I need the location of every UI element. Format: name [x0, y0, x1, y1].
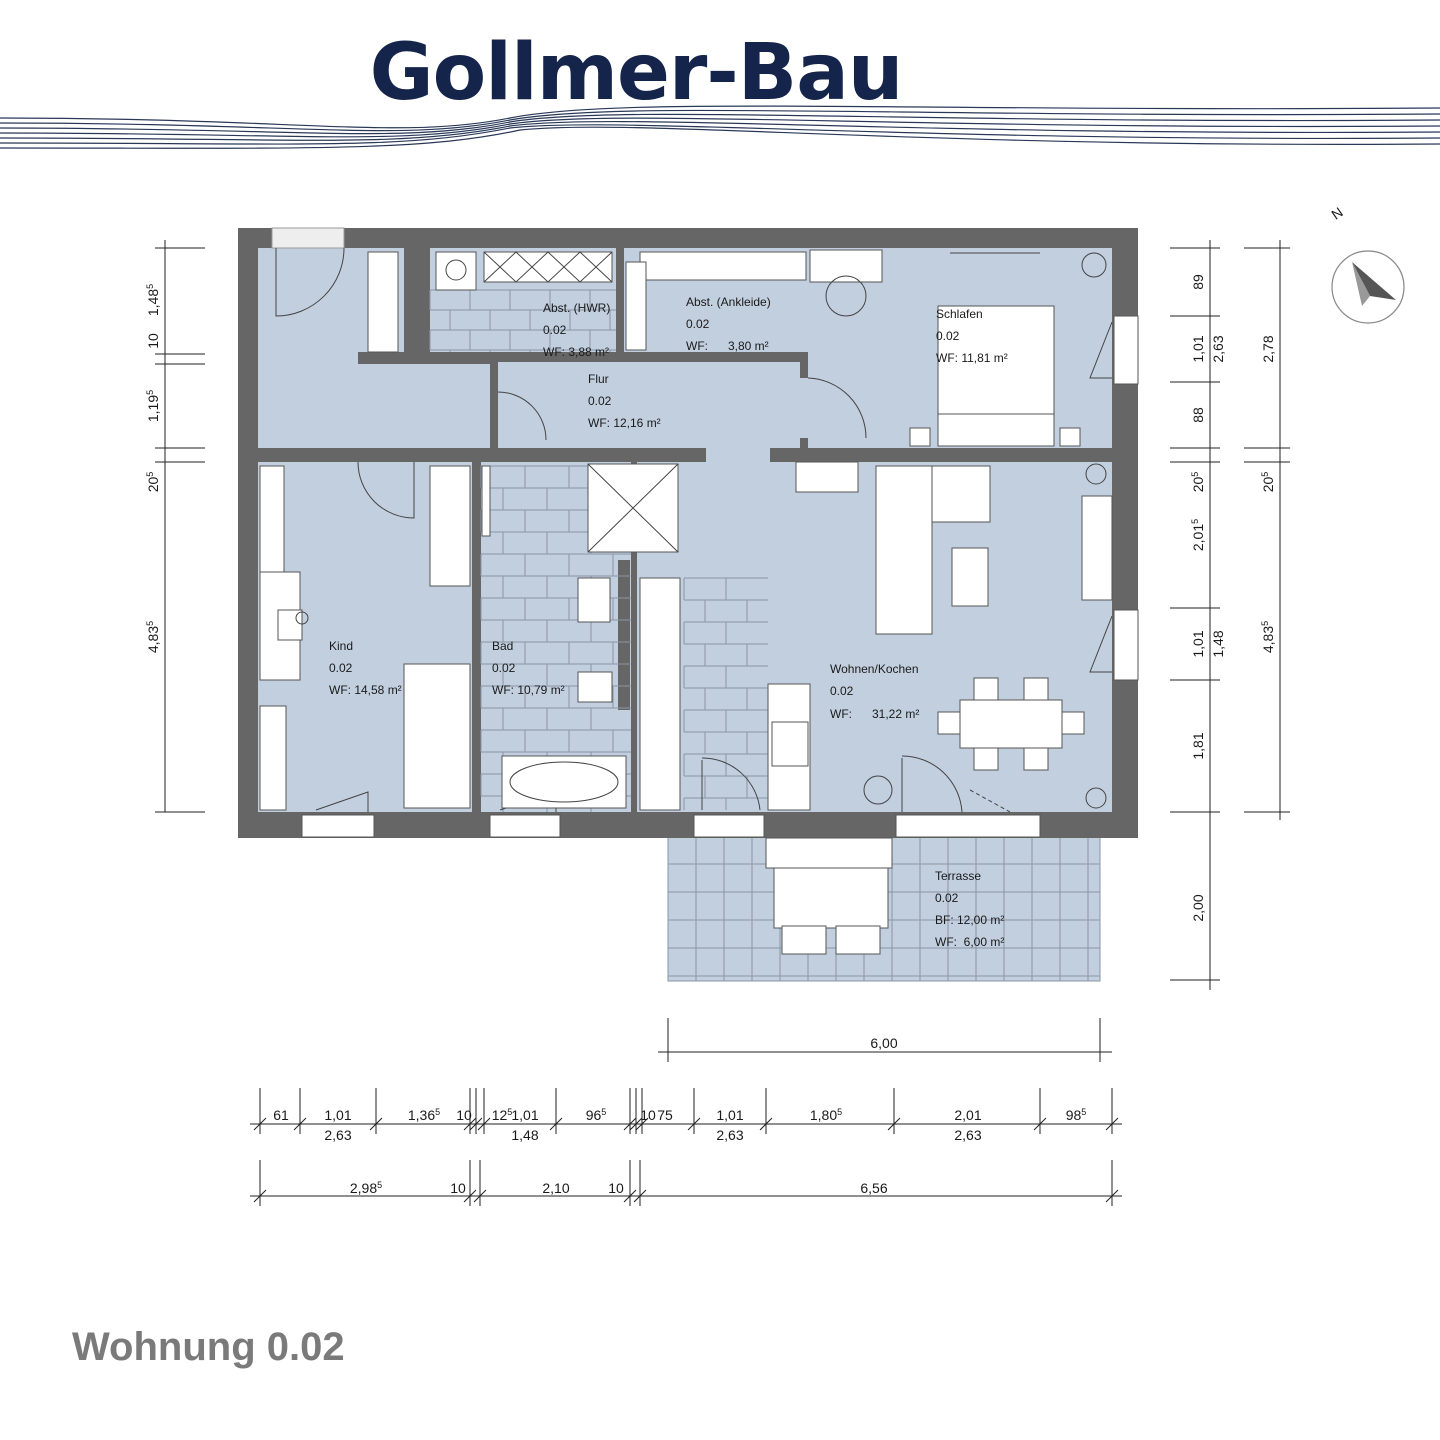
- room-area-abst-ankleide: WF: 3,80 m²: [686, 339, 769, 353]
- dimension-right: 89 1,01 2,63 88 205 2,015 1,01 1,48 1,81…: [1170, 240, 1290, 990]
- room-area-terrasse-wf: WF: 6,00 m²: [935, 935, 1004, 949]
- dim-left-1: 1,485: [145, 284, 161, 316]
- room-area-abst-hwr: WF: 3,88 m²: [543, 345, 609, 359]
- room-name-wohnen: Wohnen/Kochen: [830, 662, 919, 676]
- dimension-left: 1,485 10 1,195 205 4,835: [145, 240, 205, 813]
- north-label: N: [1328, 204, 1345, 223]
- windows: [301, 315, 1139, 838]
- room-name-kind: Kind: [329, 639, 353, 653]
- dim-right-278: 2,78: [1260, 335, 1276, 362]
- room-number-abst-hwr: 0.02: [543, 323, 567, 337]
- room-name-schlafen: Schlafen: [936, 307, 983, 321]
- dim-terrace-width: 6,00: [870, 1035, 897, 1051]
- dim-bottom-row1-11: 2,01: [954, 1107, 981, 1123]
- dim-bottom-row1-9: 1,01: [716, 1107, 743, 1123]
- dim-right-101b: 1,01: [1190, 630, 1206, 657]
- dim-bottom-row1-12: 985: [1066, 1107, 1087, 1123]
- room-area-flur: WF: 12,16 m²: [588, 416, 661, 430]
- entrance-opening: [271, 227, 345, 249]
- room-number-abst-ankleide: 0.02: [686, 317, 710, 331]
- dim-bottom-row2-0: 2,985: [350, 1180, 382, 1196]
- dim-right-2015: 2,015: [1190, 519, 1206, 551]
- dim-right-89: 89: [1190, 274, 1206, 290]
- tile-hwr: [429, 289, 616, 352]
- room-number-kind: 0.02: [329, 661, 353, 675]
- dim-right-88: 88: [1190, 407, 1206, 423]
- dim-bottom-row1-1: 1,01: [324, 1107, 351, 1123]
- dim-right-181: 1,81: [1190, 732, 1206, 759]
- dim-bottom-row2-4: 6,56: [860, 1180, 887, 1196]
- header-swoosh: [0, 105, 1440, 149]
- dim-bottom-row1-sub-1: 2,63: [324, 1127, 351, 1143]
- room-name-terrasse: Terrasse: [935, 869, 981, 883]
- room-area-terrasse: BF: 12,00 m²: [935, 913, 1004, 927]
- inner-walls: [258, 248, 1112, 812]
- dim-bottom-row1-5: 1,01: [511, 1107, 538, 1123]
- room-name-abst-hwr: Abst. (HWR): [543, 301, 610, 315]
- dim-right-4835: 4,835: [1260, 621, 1276, 653]
- brand-logo: Gollmer-Bau: [370, 28, 903, 118]
- dim-bottom-row2-3: 10: [608, 1180, 624, 1196]
- room-labels: Abst. (HWR) 0.02 WF: 3,88 m² Abst. (Ankl…: [329, 295, 1008, 949]
- room-number-schlafen: 0.02: [936, 329, 960, 343]
- dim-right-outer-205: 205: [1260, 472, 1276, 493]
- dim-right-148: 1,48: [1210, 630, 1226, 657]
- furniture: [259, 249, 1113, 955]
- dim-bottom-row1-6: 965: [586, 1107, 607, 1123]
- room-area-bad: WF: 10,79 m²: [492, 683, 565, 697]
- dim-bottom-row1-sub-9: 2,63: [716, 1127, 743, 1143]
- apartment-title: Wohnung 0.02: [72, 1325, 345, 1369]
- dim-right-200: 2,00: [1190, 894, 1206, 921]
- room-number-bad: 0.02: [492, 661, 516, 675]
- dim-bottom-row1-sub-11: 2,63: [954, 1127, 981, 1143]
- dim-right-205: 205: [1190, 472, 1206, 493]
- dim-right-263: 2,63: [1210, 335, 1226, 362]
- plant-icon: [1081, 252, 1107, 278]
- room-number-wohnen: 0.02: [830, 684, 854, 698]
- dim-bottom-row2-2: 2,10: [542, 1180, 569, 1196]
- room-number-flur: 0.02: [588, 394, 612, 408]
- dim-bottom-row1-0: 61: [273, 1107, 289, 1123]
- dim-left-5: 4,835: [145, 621, 161, 653]
- dim-left-2: 10: [145, 333, 161, 349]
- compass: N: [1328, 204, 1405, 324]
- room-area-wohnen: WF: 31,22 m²: [830, 707, 919, 721]
- room-number-terrasse: 0.02: [935, 891, 959, 905]
- dimension-terrace: 6,00: [658, 1018, 1112, 1062]
- dim-bottom-row2-1: 10: [450, 1180, 466, 1196]
- dim-bottom-row1-8: 75: [657, 1107, 673, 1123]
- compass-circle: [1331, 250, 1405, 324]
- dim-right-101a: 1,01: [1190, 335, 1206, 362]
- room-area-kind: WF: 14,58 m²: [329, 683, 402, 697]
- room-name-flur: Flur: [588, 372, 609, 386]
- room-area-schlafen: WF: 11,81 m²: [936, 351, 1008, 365]
- dim-bottom-row1-sub-5: 1,48: [511, 1127, 538, 1143]
- dim-bottom-row1-4: 125: [492, 1107, 513, 1123]
- dim-bottom-row1-3: 10: [456, 1107, 472, 1123]
- room-name-bad: Bad: [492, 639, 513, 653]
- dim-bottom-row1-10: 1,805: [810, 1107, 842, 1123]
- dim-left-3: 1,195: [145, 390, 161, 422]
- entrance-door-swing: [275, 247, 345, 317]
- dim-bottom-row1-7: 10: [640, 1107, 656, 1123]
- north-arrow-icon: [1352, 262, 1396, 300]
- dim-left-4: 205: [145, 472, 161, 493]
- dim-bottom-row1-2: 1,365: [408, 1107, 440, 1123]
- room-name-abst-ankleide: Abst. (Ankleide): [686, 295, 771, 309]
